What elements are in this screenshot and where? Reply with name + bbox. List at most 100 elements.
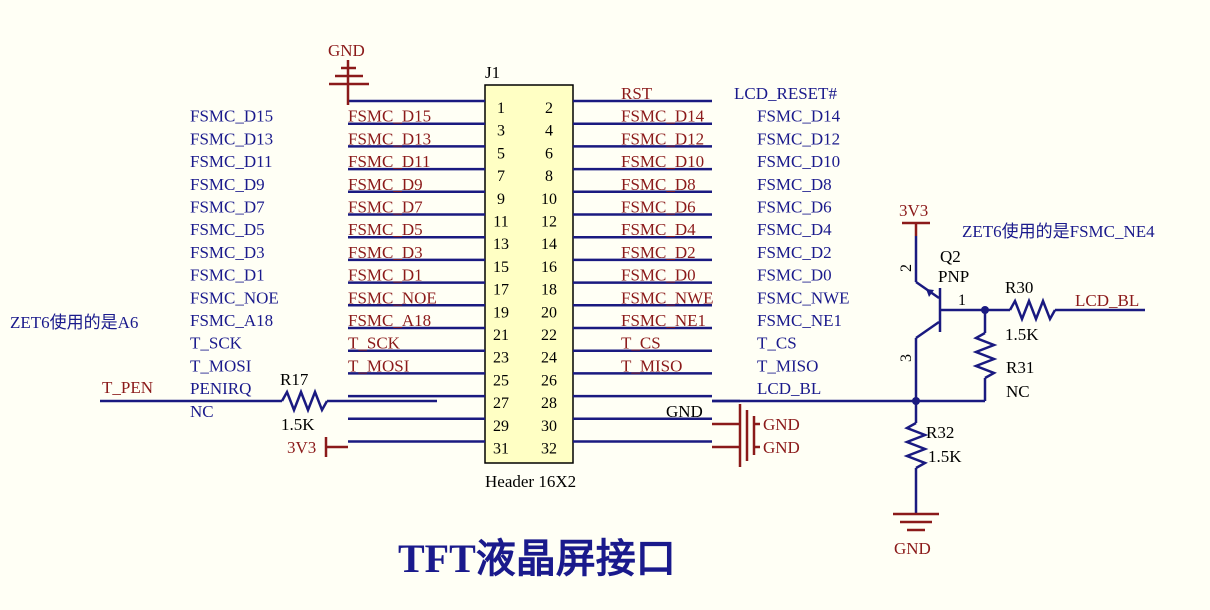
header-name: Header 16X2: [485, 472, 576, 491]
pin-label-21: FSMC_A18: [348, 311, 431, 330]
net-label-20: FSMC_NWE: [757, 288, 850, 307]
pin-num-17: 17: [493, 282, 509, 299]
net-label-10: FSMC_D8: [757, 175, 832, 194]
net-label-19: FSMC_NOE: [190, 288, 279, 307]
pin-num-21: 21: [493, 327, 509, 344]
pin-label-8: FSMC_D10: [621, 152, 704, 171]
pin-num-13: 13: [493, 236, 509, 253]
r30-resistor: R30 1.5K LCD_BL: [1005, 278, 1145, 344]
pin-num-23: 23: [493, 350, 509, 367]
net-label-5: FSMC_D13: [190, 129, 273, 148]
pin-label-14: FSMC_D4: [621, 220, 696, 239]
net-label-27: PENIRQ: [190, 379, 251, 398]
net-label-7: FSMC_D11: [190, 152, 273, 171]
net-label-4: FSMC_D14: [757, 107, 841, 126]
q2-pin-b: 1: [958, 292, 966, 309]
net-label-15: FSMC_D3: [190, 243, 265, 262]
pin-num-3: 3: [497, 123, 505, 140]
v33-flag-left: 3V3: [287, 437, 348, 457]
pin-num-2: 2: [545, 100, 553, 117]
pin-num-11: 11: [493, 214, 508, 231]
net-label-8: FSMC_D10: [757, 152, 840, 171]
pin-label-19: FSMC_NOE: [348, 288, 437, 307]
pin-label-23: T_SCK: [348, 334, 401, 353]
r31-value: NC: [1006, 382, 1030, 401]
net-label-13: FSMC_D5: [190, 220, 265, 239]
net-label-18: FSMC_D0: [757, 266, 832, 285]
pin-label-10: FSMC_D8: [621, 175, 696, 194]
pin-num-4: 4: [545, 123, 553, 140]
header-ref: J1: [485, 63, 500, 82]
net-label-25: T_MOSI: [190, 356, 252, 375]
q2-ref: Q2: [940, 247, 961, 266]
net-label-3: FSMC_D15: [190, 107, 273, 126]
pin-label-15: FSMC_D3: [348, 243, 423, 262]
net-label-9: FSMC_D9: [190, 175, 265, 194]
pin-num-14: 14: [541, 236, 557, 253]
net-t-pen: T_PEN: [102, 378, 153, 397]
r17-value: 1.5K: [281, 415, 315, 434]
pin-num-1: 1: [497, 100, 505, 117]
net-label-14: FSMC_D4: [757, 220, 832, 239]
pin-label-11: FSMC_D7: [348, 198, 423, 217]
pin-label-17: FSMC_D1: [348, 266, 423, 285]
gnd-label-30: GND: [763, 415, 800, 434]
r31-resistor: R31 NC: [916, 310, 1034, 403]
diagram-title: TFT液晶屏接口: [398, 536, 676, 581]
gnd-label-bottom: GND: [894, 539, 931, 558]
pin-label-5: FSMC_D13: [348, 129, 431, 148]
net-label-12: FSMC_D6: [757, 198, 832, 217]
net-label-30: GND: [666, 402, 703, 421]
pin-num-31: 31: [493, 441, 509, 458]
pin-num-18: 18: [541, 282, 557, 299]
pin-label-12: FSMC_D6: [621, 198, 696, 217]
r31-ref: R31: [1006, 358, 1034, 377]
v33-label-left: 3V3: [287, 438, 316, 457]
pin-num-5: 5: [497, 145, 505, 162]
r32-resistor: R32 1.5K: [903, 401, 962, 514]
pin-num-24: 24: [541, 350, 557, 367]
v33-flag-right: 3V3: [899, 201, 930, 236]
net-label-28: LCD_BL: [757, 379, 821, 398]
gnd-label-32: GND: [763, 438, 800, 457]
pin-num-19: 19: [493, 304, 509, 321]
pin-num-12: 12: [541, 214, 557, 231]
net-label-24: T_CS: [757, 334, 797, 353]
r17-ref: R17: [280, 370, 309, 389]
pin-label-3: FSMC_D15: [348, 107, 431, 126]
net-label-21: FSMC_A18: [190, 311, 273, 330]
net-label-11: FSMC_D7: [190, 198, 265, 217]
r30-value: 1.5K: [1005, 325, 1039, 344]
net-lcd-bl-right: LCD_BL: [1075, 291, 1139, 310]
gnd-symbol-right: GND GND: [712, 399, 800, 467]
v33-label-right: 3V3: [899, 201, 928, 220]
pin-label-18: FSMC_D0: [621, 266, 696, 285]
pin-num-32: 32: [541, 441, 557, 458]
pin-num-15: 15: [493, 259, 509, 276]
net-label-2: LCD_RESET#: [734, 84, 837, 103]
pin-num-22: 22: [541, 327, 557, 344]
pin-num-26: 26: [541, 372, 557, 389]
net-label-22: FSMC_NE1: [757, 311, 842, 330]
pin-label-6: FSMC_D12: [621, 129, 704, 148]
net-label-26: T_MISO: [757, 356, 818, 375]
q2-pin-c: 3: [898, 354, 915, 362]
gnd-label-top: GND: [328, 41, 365, 60]
pin-num-7: 7: [497, 168, 505, 185]
net-label-29: NC: [190, 402, 214, 421]
pin-label-7: FSMC_D11: [348, 152, 431, 171]
gnd-symbol-bottom: GND: [893, 512, 939, 558]
q2-transistor: Q2 PNP 1 2 3: [898, 236, 1010, 401]
q2-pin-e: 2: [898, 264, 915, 272]
pin-label-26: T_MISO: [621, 356, 682, 375]
pin-num-16: 16: [541, 259, 557, 276]
pin-label-25: T_MOSI: [348, 356, 410, 375]
pin-num-20: 20: [541, 304, 557, 321]
q2-type: PNP: [938, 267, 969, 286]
pin-num-29: 29: [493, 418, 509, 435]
pin-label-20: FSMC_NWE: [621, 288, 714, 307]
pin-num-10: 10: [541, 191, 557, 208]
r32-value: 1.5K: [928, 447, 962, 466]
